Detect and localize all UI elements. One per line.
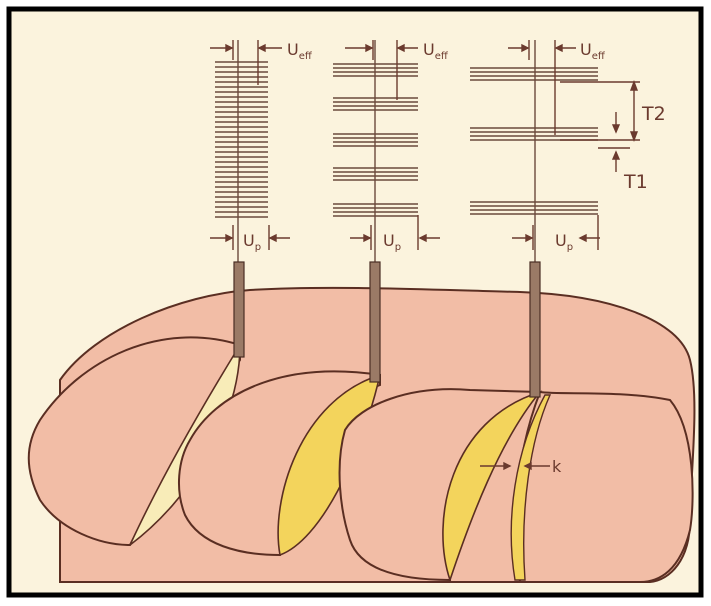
- needle-2: [370, 262, 380, 382]
- t1-label: T1: [623, 171, 648, 193]
- skin-slices: [29, 288, 695, 582]
- needle-3: [530, 262, 540, 397]
- needle-1: [234, 262, 244, 357]
- skin-slice-4: [516, 392, 692, 582]
- t2-label: T2: [641, 103, 666, 125]
- k-label: k: [552, 457, 562, 476]
